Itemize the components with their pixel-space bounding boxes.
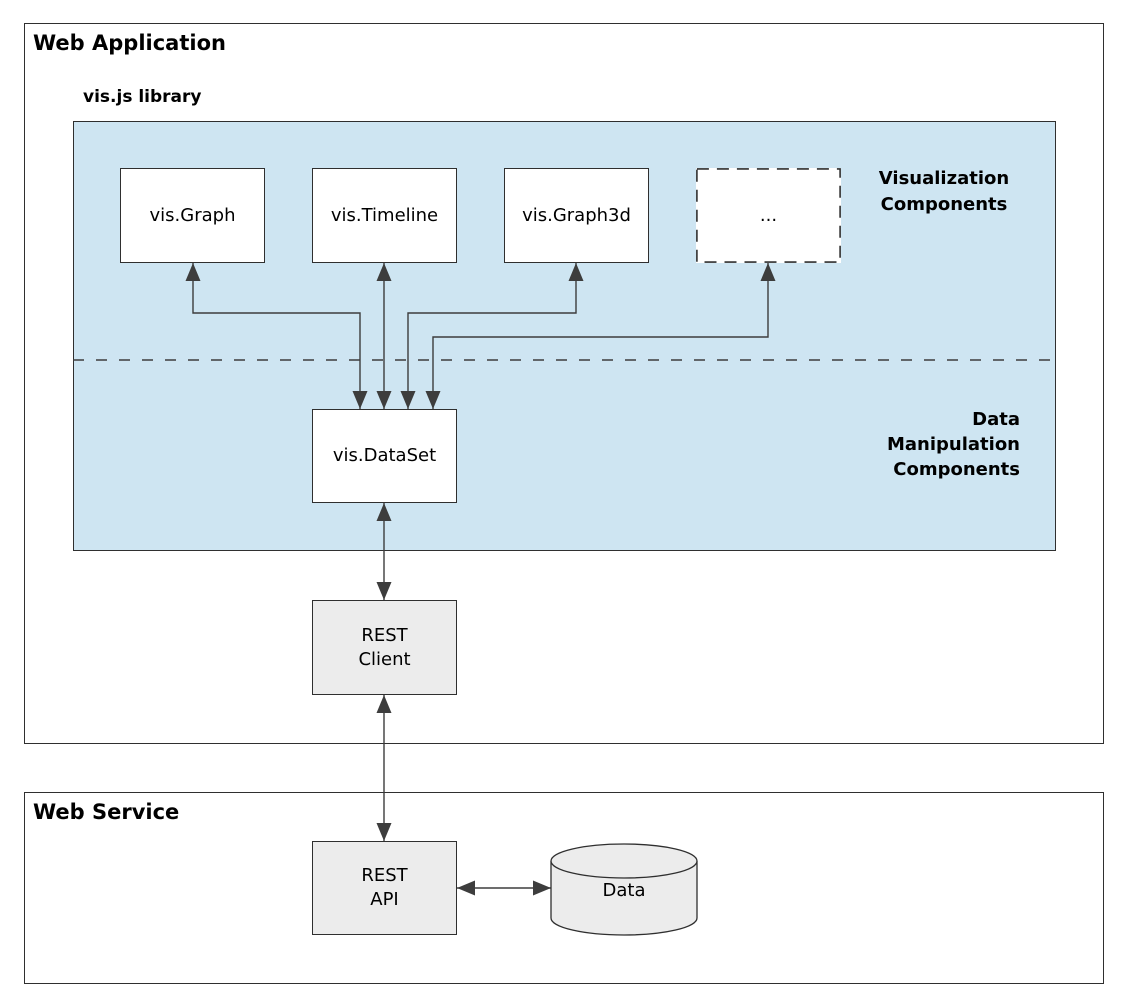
node-vis-graph3d: vis.Graph3d — [504, 168, 649, 263]
ellipsis-dashed-border — [696, 168, 841, 263]
web-application-title: Web Application — [33, 31, 226, 55]
web-service-title: Web Service — [33, 800, 180, 824]
node-rest-client: REST Client — [312, 600, 457, 695]
node-vis-graph-label: vis.Graph — [149, 204, 236, 226]
node-vis-timeline: vis.Timeline — [312, 168, 457, 263]
node-rest-api: REST API — [312, 841, 457, 935]
vis-library-title: vis.js library — [83, 87, 202, 107]
node-ellipsis-label: ... — [759, 204, 778, 226]
data-store-label: Data — [602, 880, 646, 901]
node-rest-client-label: REST Client — [358, 624, 411, 670]
label-visualization-components: Visualization Components — [878, 168, 1010, 215]
node-vis-dataset: vis.DataSet — [312, 409, 457, 503]
node-vis-timeline-label: vis.Timeline — [330, 204, 439, 226]
node-ellipsis: ... — [696, 168, 841, 263]
node-vis-dataset-label: vis.DataSet — [332, 445, 437, 466]
node-rest-api-label: REST API — [361, 865, 408, 910]
label-data-manipulation-components: Data Manipulation Components — [886, 409, 1020, 480]
node-vis-graph3d-label: vis.Graph3d — [522, 204, 631, 226]
node-vis-graph: vis.Graph — [120, 168, 265, 263]
